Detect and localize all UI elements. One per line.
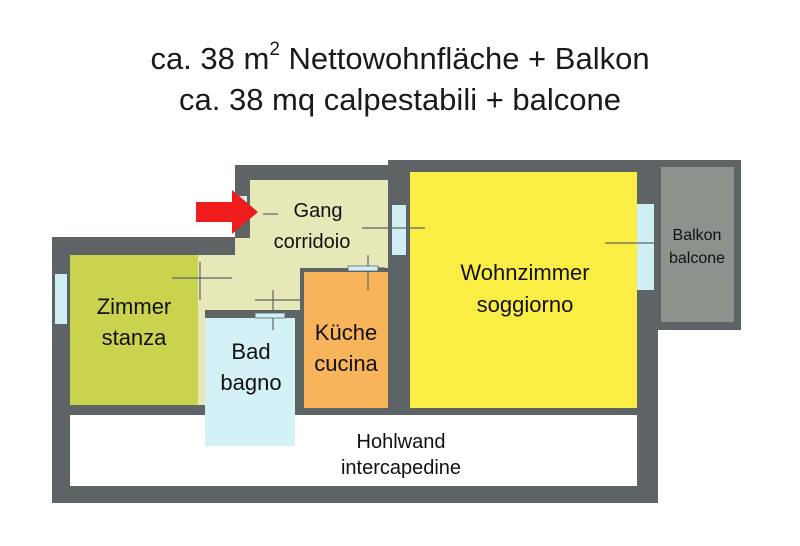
window-zimmer	[55, 274, 67, 324]
room-hohlwand	[70, 415, 637, 486]
title-line-2: ca. 38 mq calpestabili + balcone	[178, 82, 622, 117]
door-living	[392, 205, 406, 255]
entrance-arrow-icon	[196, 190, 258, 234]
room-bad	[205, 318, 295, 446]
label-gang-de: Gang	[294, 200, 343, 222]
room-zimmer	[70, 255, 198, 405]
label-zimmer-de: Zimmer	[97, 294, 172, 319]
label-kueche-it: cucina	[314, 351, 378, 376]
label-bad-it: bagno	[220, 370, 281, 395]
door-markers	[172, 205, 660, 330]
label-bad-de: Bad	[231, 339, 270, 364]
label-zimmer-it: stanza	[102, 325, 168, 350]
label-balkon-de: Balkon	[673, 227, 722, 244]
label-gang-it: corridoio	[274, 231, 351, 253]
room-gang	[198, 180, 388, 405]
label-wohnzimmer-de: Wohnzimmer	[460, 260, 589, 285]
label-wohnzimmer-it: soggiorno	[477, 292, 574, 317]
label-hohlwand-it: intercapedine	[341, 457, 461, 479]
room-wohnzimmer	[410, 172, 637, 408]
title-line-1: ca. 38 m2 Nettowohnfläche + Balkon	[150, 39, 650, 76]
door-kueche	[347, 265, 379, 272]
label-hohlwand-de: Hohlwand	[357, 431, 446, 453]
room-kueche	[304, 272, 388, 408]
room-balkon	[661, 167, 734, 322]
label-balkon-it: balcone	[669, 250, 725, 267]
door-bad	[254, 312, 286, 319]
label-kueche-de: Küche	[315, 320, 377, 345]
window-balcony-door	[637, 204, 654, 290]
